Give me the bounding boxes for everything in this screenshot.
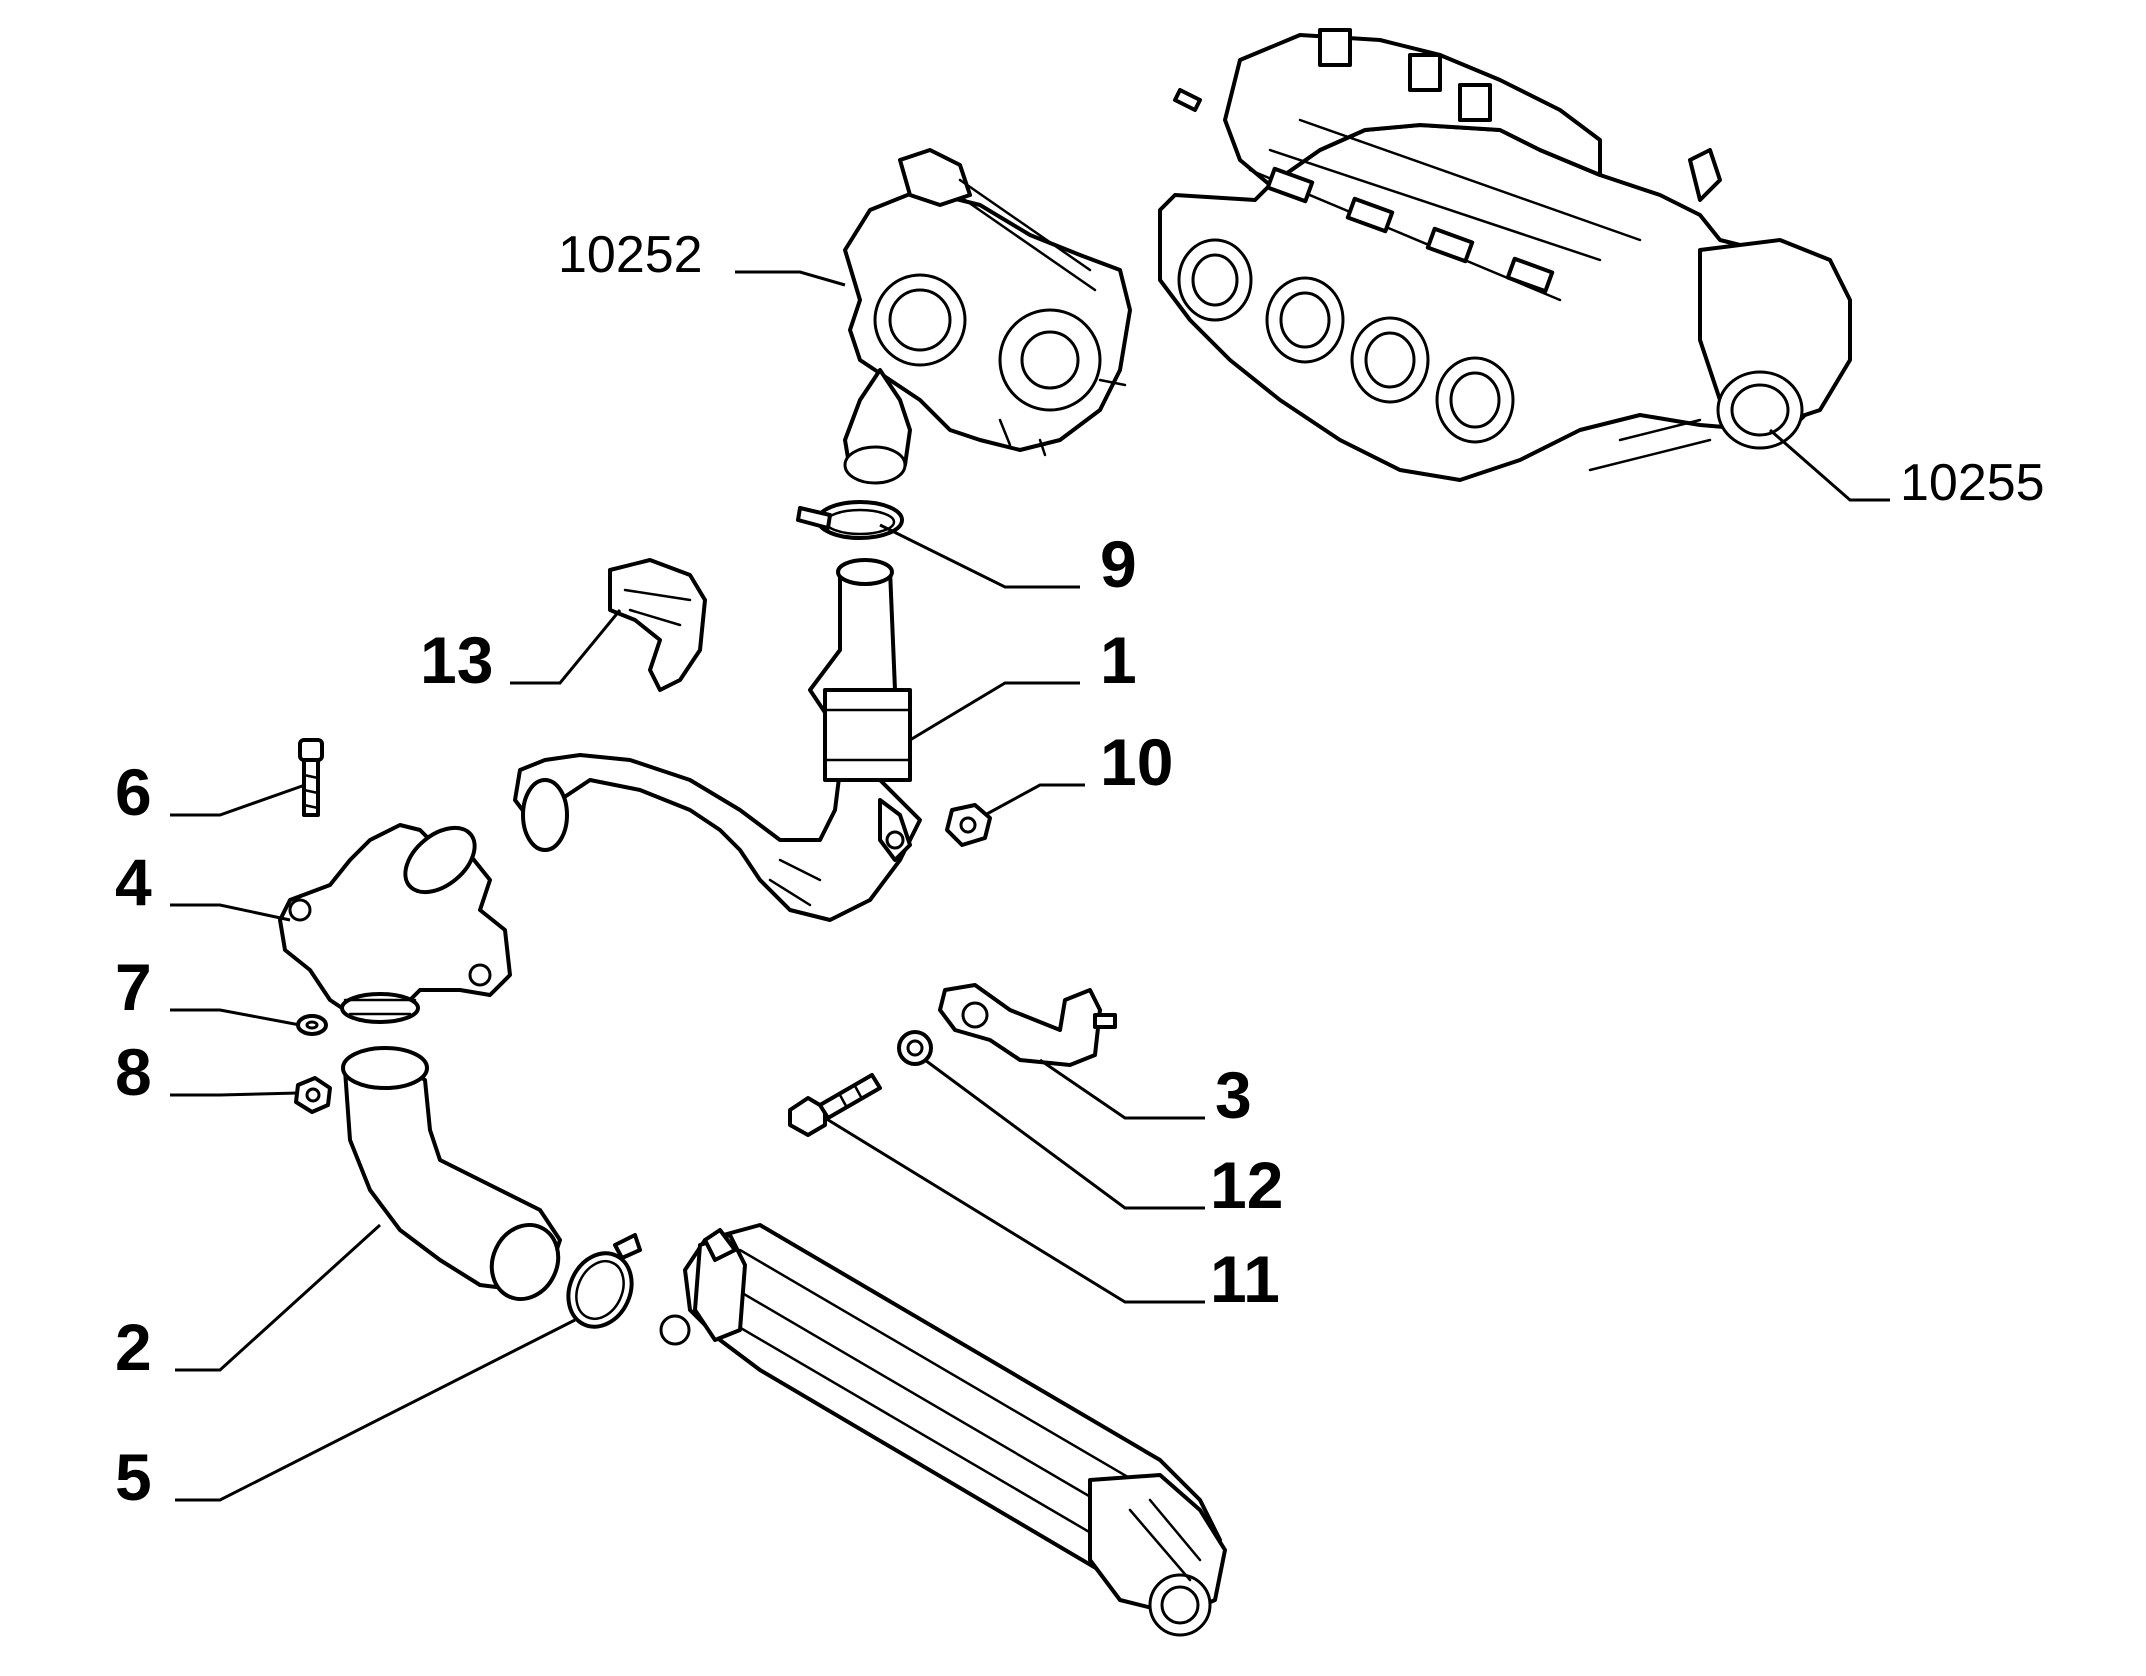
- callout-10255: 10255: [1900, 454, 2045, 512]
- leader-3: [1039, 1058, 1205, 1120]
- callout-1: 1: [1100, 623, 1137, 697]
- leader-7: [170, 1008, 301, 1027]
- part-11-bolt: [788, 1073, 882, 1137]
- callout-13: 13: [420, 623, 493, 697]
- part-4-elbow: [278, 823, 512, 1024]
- callout-9: 9: [1100, 527, 1137, 601]
- callout-2: 2: [115, 1310, 152, 1384]
- leader-12: [924, 1058, 1205, 1210]
- part-6-bolt: [298, 738, 324, 817]
- callout-11: 11: [1210, 1242, 1280, 1316]
- part-12-washer: [897, 1030, 933, 1066]
- intercooler: [659, 1223, 1227, 1637]
- callout-6: 6: [115, 755, 152, 829]
- leader-9: [879, 523, 1080, 589]
- part-1-pipe: [513, 558, 922, 922]
- part-7-washer: [296, 1014, 328, 1036]
- part-2-hose: [341, 1046, 562, 1301]
- part-9-clamp: [796, 500, 904, 540]
- callout-8: 8: [115, 1035, 152, 1109]
- callout-5: 5: [115, 1440, 152, 1514]
- part-3-bracket: [938, 983, 1117, 1067]
- turbocharger: [843, 148, 1132, 485]
- leader-5: [175, 1318, 576, 1502]
- part-10-nut: [945, 803, 992, 847]
- leader-6: [170, 783, 306, 817]
- part-8-nut: [294, 1076, 332, 1114]
- callout-10: 10: [1100, 725, 1173, 799]
- intake-manifold: [1158, 28, 1852, 482]
- leader-2: [175, 1223, 382, 1372]
- leader-10255: [1769, 428, 1890, 502]
- leader-8: [170, 1091, 299, 1097]
- part-5-clamp: [566, 1233, 642, 1329]
- leader-4: [170, 903, 291, 922]
- leader-lines: [170, 270, 1890, 1502]
- callout-12: 12: [1210, 1148, 1283, 1222]
- callout-7: 7: [115, 950, 152, 1024]
- leader-13: [510, 609, 622, 685]
- callout-3: 3: [1215, 1058, 1252, 1132]
- leader-10: [984, 783, 1085, 817]
- leader-11: [824, 1116, 1205, 1304]
- callout-10252: 10252: [558, 226, 703, 284]
- callout-4: 4: [115, 845, 152, 919]
- callout-labels: 10252 10255 9 1 13 10 6 4 7 8 2 5 3 12 1…: [115, 226, 2045, 1514]
- part-13-sensor: [608, 558, 707, 692]
- leader-10252: [735, 270, 846, 287]
- leader-1: [909, 681, 1080, 742]
